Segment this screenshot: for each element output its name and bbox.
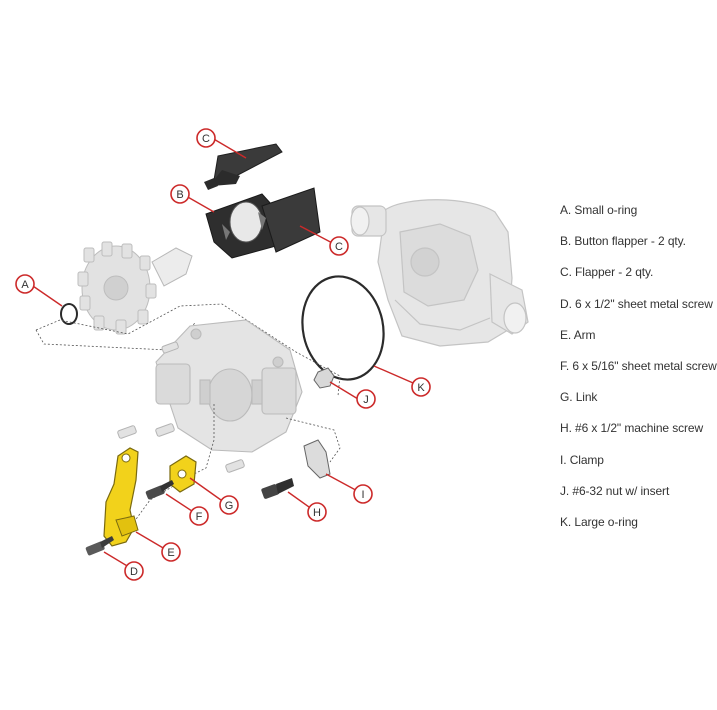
callout-f: F <box>189 506 209 526</box>
svg-text:A: A <box>21 279 29 291</box>
callout-d: D <box>124 561 144 581</box>
dark-screws <box>85 478 294 556</box>
impeller <box>77 241 157 335</box>
legend-item-i: I. Clamp <box>560 452 604 467</box>
assembly-dashed-line <box>35 303 341 397</box>
nut-insert <box>313 367 335 389</box>
screw-h <box>261 478 294 499</box>
arm <box>103 447 139 547</box>
small-o-ring <box>60 303 78 325</box>
svg-text:C: C <box>202 133 210 145</box>
callout-j: J <box>356 389 376 409</box>
callout-c-top: C <box>196 128 216 148</box>
flapper-assembly <box>205 187 321 259</box>
valve-body <box>155 319 303 453</box>
svg-text:I: I <box>361 489 364 501</box>
callout-k: K <box>411 377 431 397</box>
legend-item-j: J. #6-32 nut w/ insert <box>560 483 670 498</box>
legend-item-c: C. Flapper - 2 qty. <box>560 265 654 280</box>
legend-item-d: D. 6 x 1/2" sheet metal screw <box>560 296 713 311</box>
legend-item-e: E. Arm <box>560 327 596 342</box>
legend-item-a: A. Small o-ring <box>560 203 638 217</box>
callout-c-mid: C <box>329 236 349 256</box>
svg-text:B: B <box>176 189 183 201</box>
callout-e: E <box>161 542 181 562</box>
svg-text:D: D <box>130 566 138 578</box>
pump-housing <box>350 199 529 347</box>
svg-text:H: H <box>313 507 321 519</box>
assembly-dashed-line-left <box>119 475 191 533</box>
legend-item-b: B. Button flapper - 2 qty. <box>560 234 686 249</box>
assembly-dashed-line-right2 <box>285 417 341 463</box>
legend-item-k: K. Large o-ring <box>560 514 638 529</box>
screw-f <box>145 480 174 500</box>
svg-text:J: J <box>363 394 369 406</box>
svg-text:K: K <box>417 382 425 394</box>
large-o-ring <box>301 275 385 381</box>
callout-g: G <box>219 495 239 515</box>
legend-item-g: G. Link <box>560 390 598 405</box>
link <box>169 455 197 493</box>
svg-text:E: E <box>167 547 174 559</box>
legend-item-h: H. #6 x 1/2" machine screw <box>560 421 704 436</box>
callout-i: I <box>353 484 373 504</box>
svg-text:C: C <box>335 241 343 253</box>
callout-h: H <box>307 502 327 522</box>
parts-legend: A. Small o-ring B. Button flapper - 2 qt… <box>560 202 717 545</box>
legend-item-f: F. 6 x 5/16" sheet metal screw <box>560 358 717 373</box>
clamp <box>303 439 331 479</box>
assembly-dashed-line-right <box>189 404 215 477</box>
screw-d <box>85 536 114 556</box>
svg-text:G: G <box>225 500 234 512</box>
svg-text:F: F <box>196 511 203 523</box>
callout-b: B <box>170 184 190 204</box>
ghost-screws <box>117 341 245 473</box>
flapper-top <box>204 143 283 190</box>
callout-a: A <box>15 274 35 294</box>
ghost-bracket <box>151 247 193 287</box>
